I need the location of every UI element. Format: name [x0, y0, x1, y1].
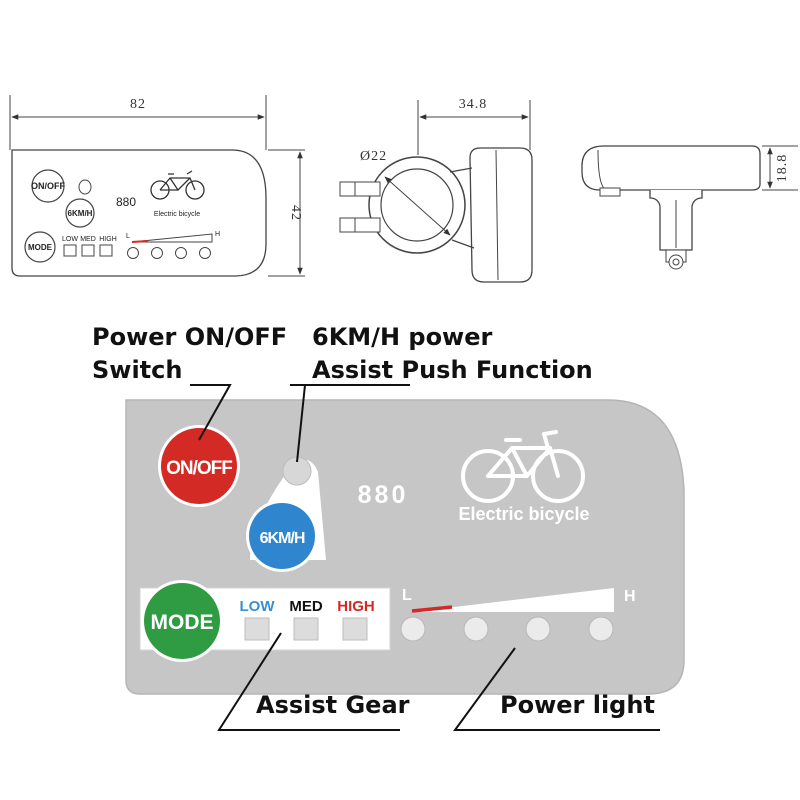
- mini-walk-button: [65, 198, 95, 228]
- side-clamp-inner: [380, 168, 454, 242]
- gear-med-label: MED: [289, 598, 323, 615]
- mini-scale-l: L: [126, 233, 130, 240]
- walk-button[interactable]: 6KM/H: [246, 500, 318, 572]
- scale-high-label: H: [624, 588, 636, 605]
- clamp-diameter-label: Ø22: [360, 149, 387, 164]
- rear-view-drawing: 18.8: [581, 145, 798, 270]
- side-body: [469, 147, 533, 283]
- push-assist-leader: [290, 384, 410, 463]
- power-light-2: [463, 616, 489, 642]
- power-light-leader: [453, 647, 660, 731]
- display-panel: ON/OFF 6KM/H 880 Electric bicycle MODE L…: [125, 399, 685, 695]
- side-view-drawing: 34.8 Ø22: [339, 97, 533, 283]
- assist-gear-leader: [217, 632, 400, 731]
- mode-button[interactable]: MODE: [141, 580, 223, 662]
- callout-power-switch-1: Power ON/OFF: [92, 323, 287, 351]
- mini-power-button: [31, 169, 65, 203]
- callout-push-assist-2: Assist Push Function: [312, 356, 593, 384]
- bicycle-icon: [461, 430, 585, 503]
- gear-med-indicator: [293, 617, 319, 641]
- power-scale-wedge: [412, 588, 614, 612]
- callout-push-assist-1: 6KM/H power: [312, 323, 493, 351]
- gear-low-indicator: [244, 617, 270, 641]
- mini-walk-label: 6KM/H: [68, 209, 93, 218]
- side-depth-label: 34.8: [459, 97, 488, 112]
- front-height-label: 42: [288, 205, 303, 221]
- power-button-label: ON/OFF: [166, 458, 232, 479]
- mini-bicycle-icon: [150, 170, 205, 200]
- callout-power-switch-2: Switch: [92, 356, 182, 384]
- mini-brand-text: Electric bicycle: [154, 211, 200, 218]
- rear-height-label: 18.8: [775, 154, 790, 183]
- mini-gear-med: MED: [80, 236, 96, 243]
- power-light-1: [400, 616, 426, 642]
- brand-text: Electric bicycle: [458, 504, 589, 524]
- power-button[interactable]: ON/OFF: [158, 425, 240, 507]
- side-clamp-ring: [368, 156, 466, 254]
- callout-assist-gear: Assist Gear: [256, 691, 410, 719]
- mini-scale-wedge: [131, 233, 213, 243]
- mini-walk-knob: [78, 179, 92, 195]
- mini-gear-high: HIGH: [99, 236, 117, 243]
- mini-mode-label: MODE: [28, 243, 53, 252]
- front-width-label: 82: [130, 97, 146, 112]
- mode-button-label: MODE: [151, 611, 214, 634]
- power-switch-leader: [190, 384, 232, 441]
- mini-mode-button: [24, 231, 56, 263]
- gear-high-indicator: [342, 617, 368, 641]
- gear-low-label: LOW: [240, 598, 276, 615]
- walk-button-label: 6KM/H: [260, 530, 305, 547]
- mini-gear-low: LOW: [62, 236, 78, 243]
- callout-lines: [190, 384, 660, 731]
- mini-scale-h: H: [215, 231, 220, 238]
- power-light-3: [525, 616, 551, 642]
- front-view-drawing: 82 42 ON/OFF 6KM/H 880 Electric bicycle …: [9, 95, 305, 277]
- mini-power-label: ON/OFF: [31, 181, 65, 191]
- scale-low-label: L: [402, 587, 412, 604]
- power-light-4: [588, 616, 614, 642]
- rear-body: [581, 145, 761, 191]
- model-number: 880: [358, 481, 409, 509]
- callout-power-light: Power light: [500, 691, 655, 719]
- power-scale-red: [411, 605, 453, 613]
- mini-model-number: 880: [116, 195, 136, 209]
- gear-high-label: HIGH: [337, 598, 375, 615]
